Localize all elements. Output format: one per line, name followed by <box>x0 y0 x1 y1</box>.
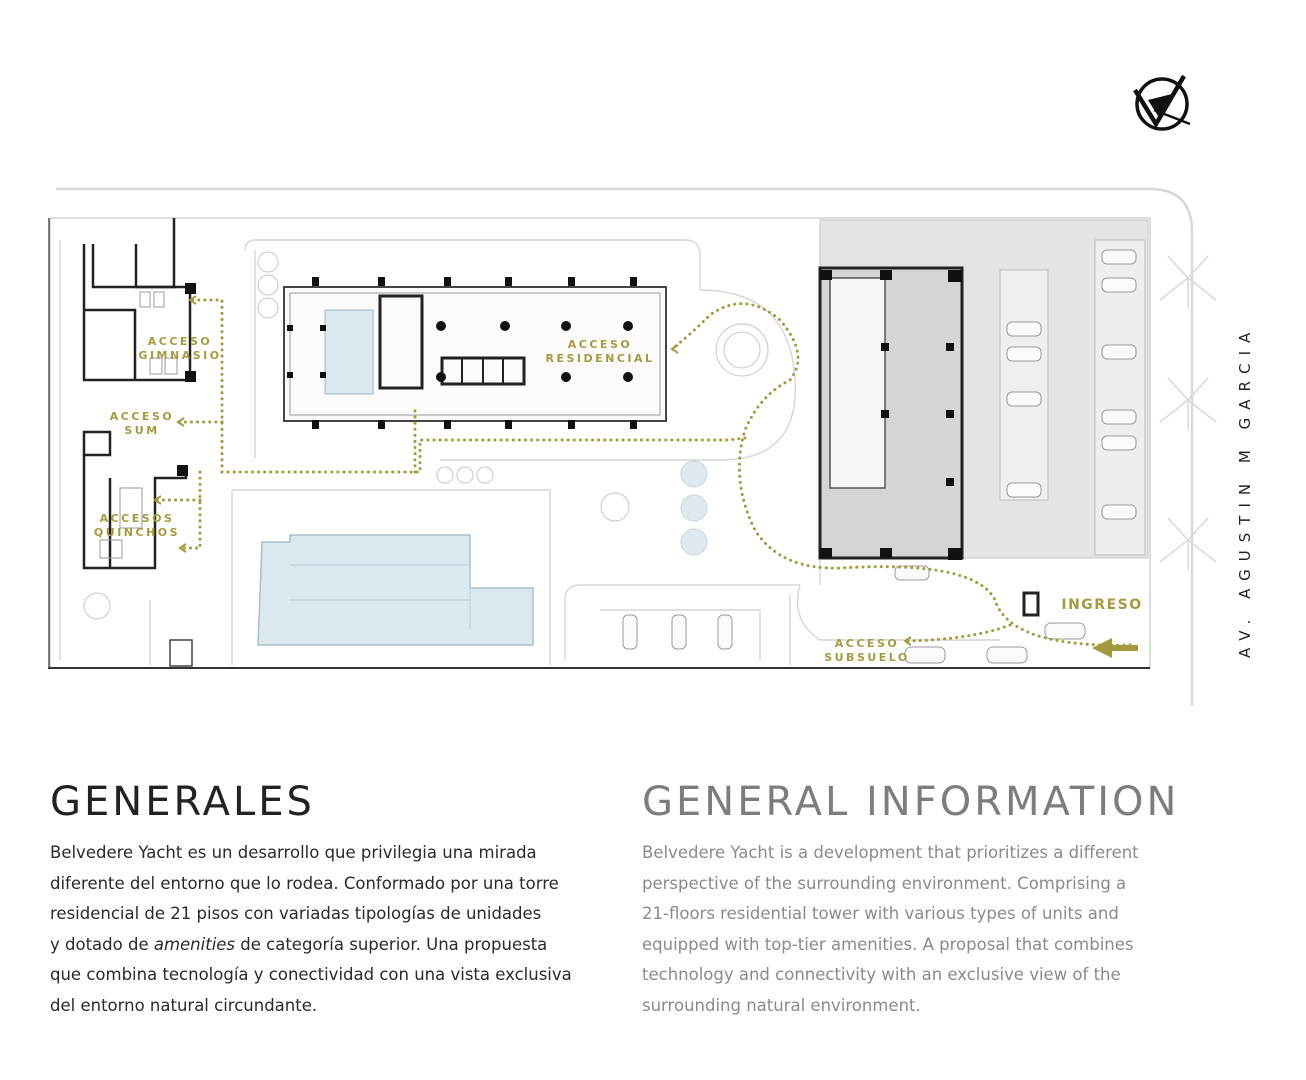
street-curb <box>56 187 1194 705</box>
label-quinchos-1: ACCESOS <box>100 512 175 525</box>
circulation-routes <box>153 298 1132 647</box>
spanish-line-emphasis: amenities <box>153 934 236 954</box>
parking-building <box>818 219 1149 560</box>
trees <box>83 251 769 620</box>
spanish-line: y dotado de amenities de categoría super… <box>50 930 620 961</box>
label-sum-2: SUM <box>124 424 159 437</box>
site-plan: ACCESO GIMNASIO ACCESO RESIDENCIAL ACCES… <box>48 74 1254 705</box>
label-quinchos-2: QUINCHOS <box>94 526 180 539</box>
residential-tower <box>283 286 667 422</box>
english-line: equipped with top-tier amenities. A prop… <box>642 934 1134 954</box>
label-subsuelo-1: ACCESO <box>835 637 899 650</box>
amenity-furniture <box>99 291 178 559</box>
label-residencial-2: RESIDENCIAL <box>545 352 654 365</box>
label-ingreso: INGRESO <box>1061 597 1142 613</box>
spanish-line: que combina tecnología y conectividad co… <box>50 965 572 984</box>
amenity-columns <box>177 283 196 476</box>
entry-arrow-icon <box>1092 638 1138 658</box>
parking-cars <box>622 249 1137 664</box>
street-name: AV. AGUSTIN M GARCIA <box>1236 325 1254 658</box>
parking-columns <box>820 270 962 560</box>
spanish-title: GENERALES <box>50 779 315 825</box>
english-line: 21-floors residential tower with various… <box>642 904 1119 923</box>
spanish-line: diferente del entorno que lo rodea. Conf… <box>50 873 559 893</box>
english-line: technology and connectivity with an excl… <box>642 965 1121 984</box>
pool <box>257 534 534 646</box>
north-compass-icon <box>1133 74 1191 131</box>
spanish-line-part: de categoría superior. Una propuesta <box>235 934 548 954</box>
english-line: Belvedere Yacht is a development that pr… <box>642 843 1139 862</box>
tower-columns <box>287 277 637 429</box>
spanish-line: del entorno natural circundante. <box>50 995 318 1015</box>
street-palms <box>1159 255 1217 570</box>
english-line: surrounding natural environment. <box>642 995 921 1015</box>
label-sum-1: ACCESO <box>110 410 174 423</box>
fountains <box>680 460 708 556</box>
label-gimnasio-1: ACCESO <box>148 335 212 348</box>
label-subsuelo-2: SUBSUELO <box>824 651 910 664</box>
label-gimnasio-2: GIMNASIO <box>138 349 221 362</box>
route-arrowheads <box>153 295 912 646</box>
landscape-paths <box>59 239 1000 665</box>
spanish-description: Belvedere Yacht es un desarrollo que pri… <box>50 838 620 1021</box>
spanish-line: residencial de 21 pisos con variadas tip… <box>50 904 542 923</box>
ramp-gate <box>169 639 193 667</box>
english-line: perspective of the surrounding environme… <box>642 873 1127 893</box>
spanish-line: Belvedere Yacht es un desarrollo que pri… <box>50 843 537 862</box>
english-description: Belvedere Yacht is a development that pr… <box>642 838 1202 1021</box>
guard-booth <box>1022 591 1040 617</box>
english-title: GENERAL INFORMATION <box>642 779 1180 825</box>
spanish-line-part: y dotado de <box>50 934 154 954</box>
label-residencial-1: ACCESO <box>568 338 632 351</box>
